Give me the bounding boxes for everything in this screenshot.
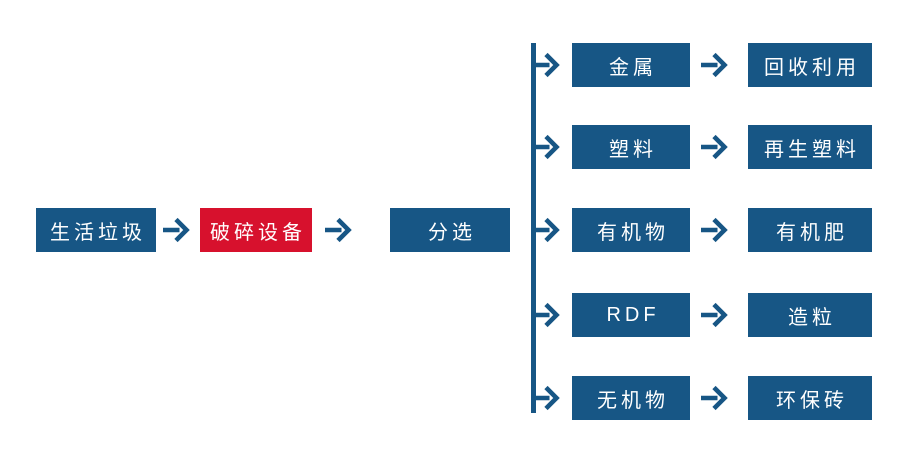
branch-result-node: 再生塑料 bbox=[748, 125, 872, 169]
branch-result-node: 环保砖 bbox=[748, 376, 872, 420]
arrow-right-icon bbox=[325, 217, 353, 243]
branch-source-node: RDF bbox=[572, 293, 690, 337]
arrow-right-icon bbox=[533, 52, 561, 78]
arrow-right-icon bbox=[701, 134, 729, 160]
main-flow-node-crushing-equipment: 破碎设备 bbox=[200, 208, 312, 252]
arrow-right-icon bbox=[163, 217, 191, 243]
arrow-right-icon bbox=[533, 134, 561, 160]
arrow-right-icon bbox=[701, 52, 729, 78]
branch-source-node: 金属 bbox=[572, 43, 690, 87]
arrow-right-icon bbox=[533, 217, 561, 243]
branch-result-node: 有机肥 bbox=[748, 208, 872, 252]
branch-source-node: 有机物 bbox=[572, 208, 690, 252]
arrow-right-icon bbox=[701, 217, 729, 243]
main-flow-node-sorting: 分选 bbox=[390, 208, 510, 252]
branch-source-node: 无机物 bbox=[572, 376, 690, 420]
arrow-right-icon bbox=[533, 385, 561, 411]
main-flow-node-household-waste: 生活垃圾 bbox=[36, 208, 156, 252]
branch-result-node: 造粒 bbox=[748, 293, 872, 337]
arrow-right-icon bbox=[701, 302, 729, 328]
branch-source-node: 塑料 bbox=[572, 125, 690, 169]
arrow-right-icon bbox=[533, 302, 561, 328]
arrow-right-icon bbox=[701, 385, 729, 411]
branch-result-node: 回收利用 bbox=[748, 43, 872, 87]
